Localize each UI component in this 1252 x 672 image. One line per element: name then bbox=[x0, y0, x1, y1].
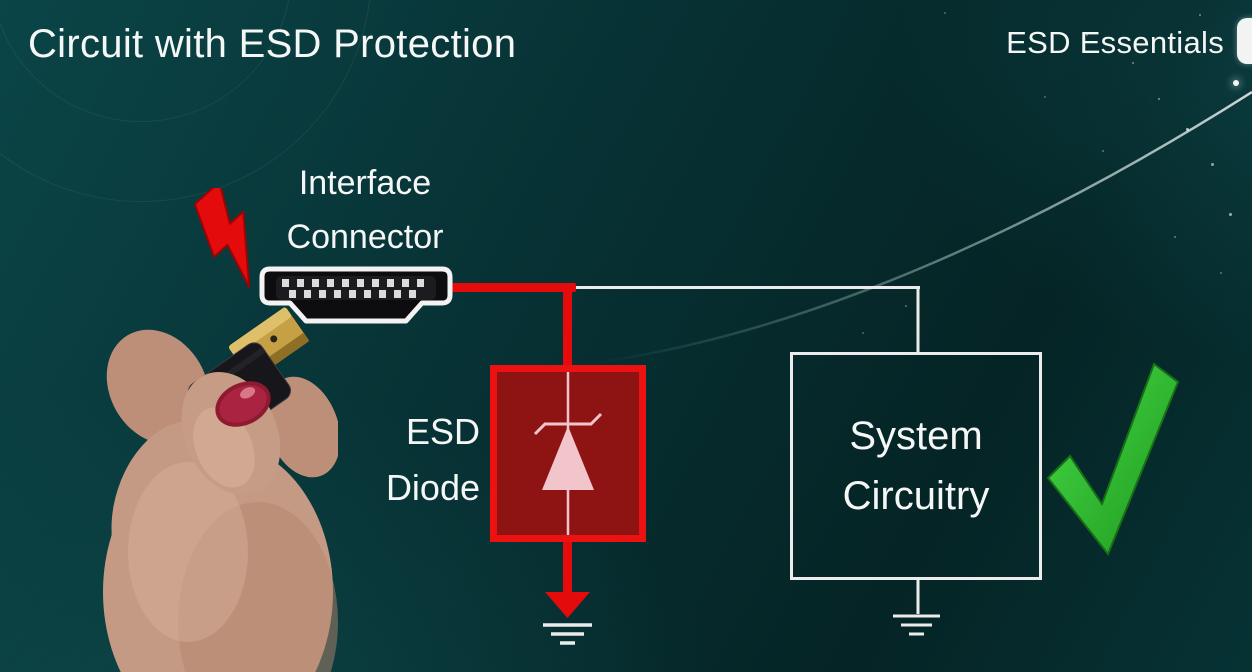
hdmi-connector-icon bbox=[259, 266, 453, 324]
hand-holding-hdmi-plug bbox=[103, 307, 338, 672]
diode-label-line1: ESD bbox=[405, 411, 480, 452]
checkmark-icon bbox=[1046, 362, 1180, 556]
diode-label-line2: Diode bbox=[385, 466, 480, 508]
esd-discharge-arrow bbox=[545, 538, 590, 618]
esd-diode-label: ESD Diode bbox=[320, 404, 480, 516]
connector-label-line1: Interface bbox=[298, 164, 432, 202]
system-circuitry-box: System Circuitry bbox=[790, 352, 1042, 580]
esd-diode-box bbox=[490, 365, 646, 542]
system-ground-stem bbox=[916, 578, 920, 614]
ground-symbol-system bbox=[893, 614, 940, 636]
ground-symbol-diode bbox=[543, 623, 592, 645]
wire-from-connector bbox=[448, 283, 576, 372]
page-title: Circuit with ESD Protection bbox=[28, 22, 517, 66]
painted-nail bbox=[215, 381, 271, 427]
zener-diode-symbol-icon bbox=[533, 372, 603, 535]
system-label-line2: Circuitry bbox=[842, 474, 990, 518]
interface-connector-label: Interface Connector bbox=[240, 156, 490, 265]
brand-name: ESD Essentials bbox=[1006, 25, 1224, 60]
wire-to-system bbox=[572, 286, 920, 353]
lightning-bolt-icon bbox=[193, 188, 251, 289]
connector-label-line2: Connector bbox=[286, 218, 444, 257]
system-label-line1: System bbox=[849, 414, 983, 458]
brand-logo-partial bbox=[1237, 18, 1252, 64]
